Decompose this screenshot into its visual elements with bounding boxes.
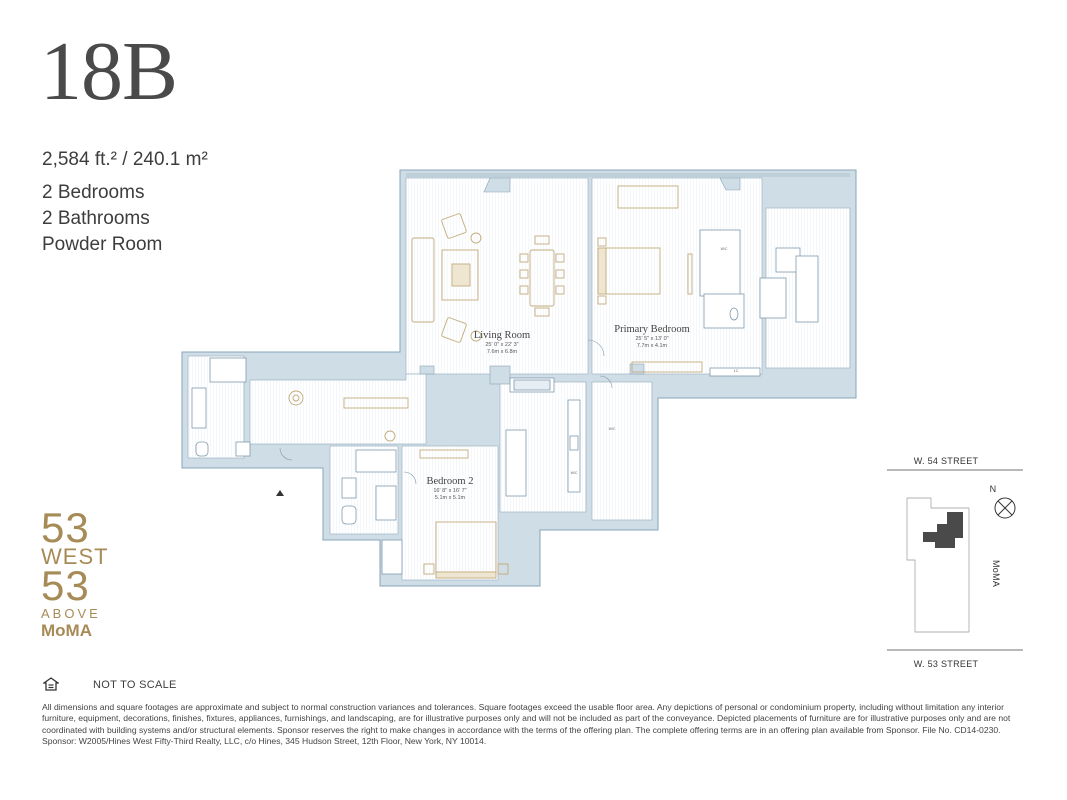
living-room-dims-metric: 7.6m x 6.8m — [487, 349, 518, 355]
living-room-furniture — [411, 213, 565, 343]
gallery-floor — [249, 373, 427, 445]
brand-logo: 53 WEST 53 ABOVE MoMA — [41, 504, 131, 640]
feature-bathrooms: 2 Bathrooms — [42, 208, 150, 229]
logo-line5: MoMA — [41, 621, 92, 640]
entry-marker — [276, 490, 284, 496]
primary-bath-fixtures — [699, 229, 819, 377]
unit-features: 2 Bedrooms 2 Bathrooms Powder Room — [42, 180, 162, 258]
floor-plan: Living Room 25' 0" x 22' 3" 7.6m x 6.8m … — [181, 169, 857, 587]
windows — [406, 173, 850, 177]
hall-wic-label: W/C — [609, 427, 616, 431]
equal-housing-icon — [43, 677, 59, 691]
living-room-label: Living Room — [474, 330, 530, 341]
living-room-floor — [405, 177, 589, 375]
gallery-furniture — [288, 390, 409, 442]
compass-icon: N — [990, 484, 1016, 519]
bath2-fixtures — [341, 449, 403, 575]
wic-floor — [591, 381, 653, 521]
south-street-label: W. 53 STREET — [914, 659, 979, 669]
feature-powder-room: Powder Room — [42, 234, 163, 255]
north-street-label: W. 54 STREET — [914, 456, 979, 466]
unit-title: 18B — [40, 25, 178, 118]
bedroom2-dims-imperial: 16' 8" x 16' 7" — [433, 488, 466, 494]
unit-footprint — [923, 512, 963, 548]
bedroom2-dims-metric: 5.1m x 5.1m — [435, 495, 466, 501]
primary-wic-label: W/C — [721, 247, 728, 251]
logo-line3: 53 — [41, 562, 90, 609]
kitchen-fixtures — [505, 377, 581, 497]
bedroom2-furniture — [419, 449, 509, 579]
primary-bedroom-label: Primary Bedroom — [614, 324, 690, 335]
entry-fixtures — [191, 357, 251, 457]
feature-bedrooms: 2 Bedrooms — [42, 182, 145, 203]
bedroom2-label: Bedroom 2 — [427, 476, 474, 487]
primary-bedroom-dims-imperial: 25' 5" x 13' 0" — [635, 336, 668, 342]
moma-label: MoMA — [991, 560, 1001, 587]
bedroom2-floor — [401, 445, 499, 581]
compass-n-label: N — [990, 484, 997, 494]
doors — [279, 339, 613, 485]
scale-note: NOT TO SCALE — [93, 679, 177, 691]
logo-line2: WEST — [41, 544, 109, 569]
unit-area: 2,584 ft.² / 240.1 m² — [42, 149, 208, 170]
primary-bedroom-furniture — [597, 185, 703, 373]
kitchen-wc-label: W/C — [571, 471, 578, 475]
living-room-dims-imperial: 25' 0" x 22' 3" — [485, 342, 518, 348]
logo-line1: 53 — [41, 504, 90, 551]
columns — [419, 177, 741, 385]
logo-line4: ABOVE — [41, 606, 101, 621]
lc-label: LC — [734, 369, 739, 373]
legal-disclaimer: All dimensions and square footages are a… — [42, 702, 1011, 747]
key-plan: W. 54 STREET W. 53 STREET MoMA N — [887, 456, 1023, 669]
primary-bedroom-dims-metric: 7.7m x 4.1m — [637, 343, 668, 349]
